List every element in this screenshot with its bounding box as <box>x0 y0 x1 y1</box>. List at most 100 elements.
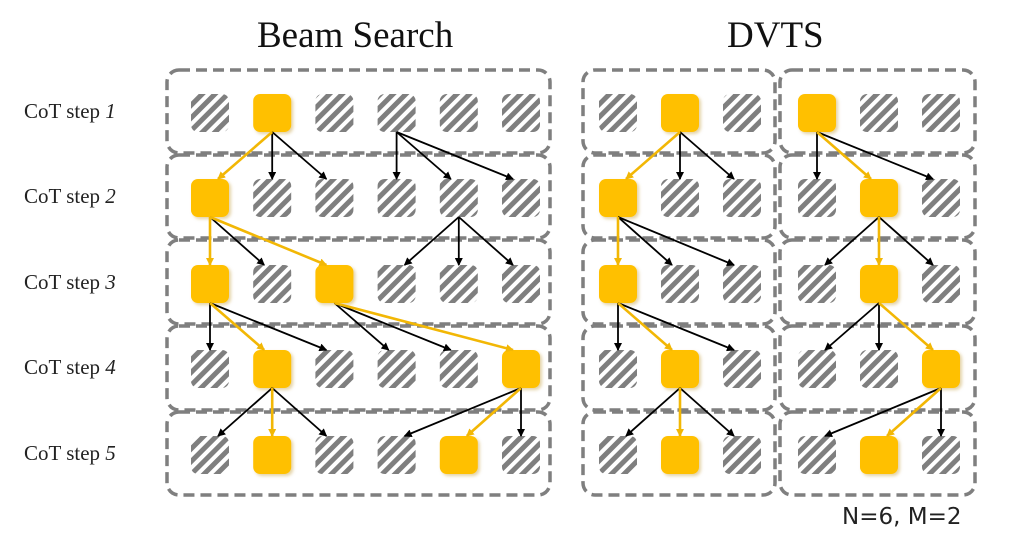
dvts-subtree-2-candidate-node <box>798 350 836 388</box>
dvts-subtree-2-edge <box>816 131 934 181</box>
dvts-subtree-2-candidate-node <box>922 265 960 303</box>
beam-selected-node <box>315 265 354 303</box>
beam-search-title: Beam Search <box>257 15 454 56</box>
dvts-subtree-1-candidate-node <box>599 436 637 474</box>
dvts-subtree-2-edge <box>824 216 880 266</box>
beam-candidate-node <box>377 436 416 474</box>
dvts-subtree-1-candidate-node <box>599 94 637 132</box>
dvts-subtree-1-candidate-node <box>723 436 761 474</box>
dvts-subtree-1-selected-edge <box>625 131 681 180</box>
dvts-subtree-2-candidate-node <box>922 94 960 132</box>
dvts-subtree-2-candidate-node <box>922 436 960 474</box>
dvts-subtree-1-candidate-node <box>723 179 761 217</box>
beam-selected-edge <box>209 215 328 267</box>
beam-step-box <box>165 153 552 240</box>
beam-edge <box>458 216 514 266</box>
dvts-subtree-2-selected-node <box>860 436 898 474</box>
dvts-subtree-2-step-box <box>778 238 977 326</box>
dvts-subtree-1-edge <box>679 387 735 437</box>
beam-edge <box>209 302 328 352</box>
dvts-subtree-1-step-box <box>581 153 777 240</box>
dvts-subtree-1-candidate-node <box>723 265 761 303</box>
beam-edge <box>333 302 390 351</box>
step-label-3: CoT step 3 <box>24 270 116 295</box>
step-label-1: CoT step 1 <box>24 99 116 124</box>
step-prefix: CoT step <box>24 99 101 123</box>
beam-candidate-node <box>439 94 478 132</box>
dvts-subtree-1-edge <box>679 131 735 180</box>
beam-step-box <box>165 324 552 412</box>
dvts-subtree-2-edge <box>824 302 880 351</box>
beam-step-box <box>165 68 552 155</box>
beam-edge <box>271 131 328 180</box>
dvts-subtree-1-selected-node <box>661 350 699 388</box>
beam-selected-node <box>439 436 478 474</box>
dvts-subtree-1-step-box <box>581 238 777 326</box>
beam-edge <box>396 131 452 180</box>
dvts-subtree-1-candidate-node <box>661 265 699 303</box>
step-number: 5 <box>105 441 116 465</box>
dvts-subtree-2-edge <box>878 216 934 266</box>
dvts-subtree-2-selected-node <box>798 94 836 132</box>
dvts-subtree-1-candidate-node <box>599 350 637 388</box>
dvts-subtree-1-edge <box>617 216 735 267</box>
beam-selected-edge <box>209 302 266 351</box>
beam-candidate-node <box>377 265 416 303</box>
dvts-subtree-1-selected-node <box>661 436 699 474</box>
dvts-subtree-2-step-box <box>778 324 977 412</box>
beam-selected-node <box>502 350 540 388</box>
beam-candidate-node <box>502 179 540 217</box>
dvts-subtree-2-selected-node <box>860 265 898 303</box>
beam-selected-node <box>253 436 292 474</box>
step-number: 1 <box>105 99 116 123</box>
dvts-subtree-2-selected-edge <box>886 387 942 437</box>
beam-candidate-node <box>502 436 540 474</box>
beam-candidate-node <box>502 94 540 132</box>
dvts-subtree-2-selected-node <box>922 350 960 388</box>
beam-edge <box>271 387 328 437</box>
dvts-subtree-2-step-box <box>778 410 977 497</box>
dvts-subtree-1-edge <box>617 302 735 352</box>
beam-edge <box>396 131 514 181</box>
dvts-subtree-1-step-box <box>581 68 777 155</box>
beam-candidate-node <box>315 436 354 474</box>
beam-selected-node <box>253 350 292 388</box>
beam-selected-edge <box>465 387 522 437</box>
step-label-4: CoT step 4 <box>24 355 116 380</box>
dvts-subtree-1-candidate-node <box>723 350 761 388</box>
beam-edge <box>403 216 460 266</box>
dvts-subtree-2-step-box <box>778 68 977 155</box>
beam-edge <box>334 302 452 352</box>
beam-step-box <box>165 410 552 497</box>
dvts-subtree-2-candidate-node <box>860 94 898 132</box>
dvts-subtree-1-selected-node <box>599 265 637 303</box>
step-number: 4 <box>105 355 116 379</box>
dvts-subtree-2-selected-edge <box>878 302 934 351</box>
beam-candidate-node <box>191 350 229 388</box>
dvts-subtree-2-step-box <box>778 153 977 240</box>
beam-selected-node <box>191 265 229 303</box>
dvts-subtree-2-candidate-node <box>922 179 960 217</box>
dvts-subtree-1-selected-edge <box>617 302 673 351</box>
step-prefix: CoT step <box>24 184 101 208</box>
dvts-subtree-2-candidate-node <box>798 265 836 303</box>
beam-selected-edge <box>334 301 514 353</box>
dvts-subtree-1-selected-node <box>599 179 637 217</box>
beam-candidate-node <box>377 179 416 217</box>
beam-selected-node <box>191 179 229 217</box>
beam-candidate-node <box>315 94 354 132</box>
dvts-subtree-2-edge <box>824 387 942 438</box>
beam-selected-edge <box>217 131 274 180</box>
beam-candidate-node <box>439 265 478 303</box>
step-number: 3 <box>105 270 116 294</box>
beam-candidate-node <box>253 179 292 217</box>
dvts-subtree-2-selected-node <box>860 179 898 217</box>
step-label-5: CoT step 5 <box>24 441 116 466</box>
dvts-subtree-1-candidate-node <box>661 179 699 217</box>
beam-edge <box>209 216 265 266</box>
beam-edge <box>217 387 273 437</box>
step-label-2: CoT step 2 <box>24 184 116 209</box>
beam-edge <box>403 387 522 438</box>
dvts-subtree-2-candidate-node <box>798 179 836 217</box>
